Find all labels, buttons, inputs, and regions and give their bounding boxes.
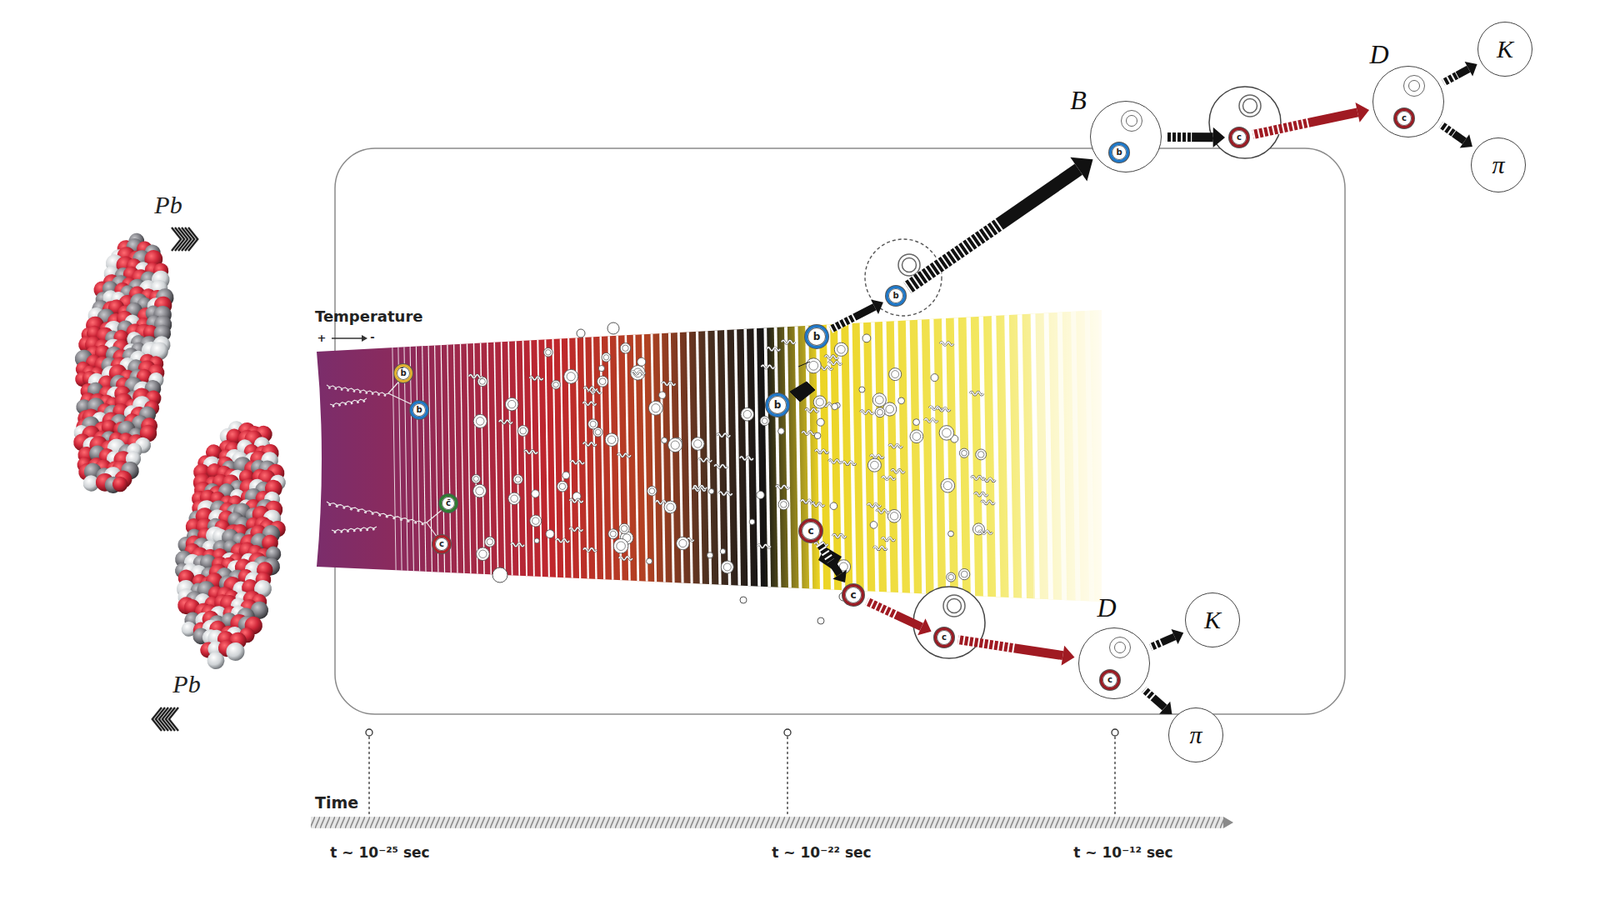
quark-circle: b (805, 325, 829, 349)
quark-circle: c (1229, 127, 1250, 148)
quark-circle: b (1109, 142, 1130, 163)
axis-sign: - (370, 331, 375, 344)
nucleus-label: Pb (172, 670, 200, 698)
quark-label: b (892, 291, 899, 300)
meson-name: D (1369, 40, 1389, 68)
quark-label: b̄ (400, 369, 406, 378)
meson-name: B (1070, 86, 1087, 114)
time-mark: t ~ 10⁻¹² sec (1073, 845, 1173, 861)
nucleus-label: Pb (154, 190, 182, 219)
meson-circle: Bb (1090, 100, 1162, 173)
quark-label: b (813, 331, 821, 342)
particle-circle: K (1185, 592, 1240, 648)
decay-arrow (820, 544, 847, 583)
decay-arrow (1144, 690, 1172, 715)
light-quark-ring (1408, 80, 1420, 92)
decay-arrow (1253, 102, 1370, 135)
quark-label: c (807, 525, 814, 536)
quark-circle: c̄ (439, 494, 458, 513)
axis-label: Time (315, 794, 359, 812)
quark-circle: b (410, 400, 429, 420)
decay-arrow (907, 157, 1094, 289)
particle-circle: K (1477, 21, 1533, 77)
quark-circle: c (1394, 108, 1415, 129)
quark-label: c (1401, 114, 1407, 123)
decay-arrow (1440, 125, 1473, 149)
light-quark-ring (1114, 641, 1126, 654)
axis-sign: + (317, 332, 327, 345)
axis-label: Temperature (315, 308, 423, 325)
particle-name: π (1189, 722, 1202, 748)
meson-circle: Dc (1372, 65, 1445, 138)
particle-name: K (1204, 607, 1221, 633)
time-mark: t ~ 10⁻²⁵ sec (330, 845, 430, 861)
particle-circle: π (1168, 707, 1224, 763)
light-quark-ring (1109, 636, 1131, 659)
decay-arrow (866, 601, 931, 636)
decay-arrow (1443, 61, 1477, 83)
decay-arrow (1150, 629, 1184, 648)
light-quark-ring (1125, 115, 1138, 127)
meson-name: D (1096, 594, 1116, 621)
quark-label: b (415, 405, 422, 415)
decay-arrow (958, 640, 1075, 666)
quark-circle: b (765, 393, 790, 417)
quark-label: c (850, 590, 856, 600)
decay-arrow (830, 299, 884, 330)
quark-label: c (941, 633, 947, 642)
decay-arrow (1165, 127, 1225, 148)
quark-label: c (1107, 675, 1113, 685)
quark-circle: c (842, 584, 865, 606)
quark-label: b (1115, 148, 1122, 157)
quark-label: c̄ (445, 499, 451, 508)
quark-circle: c (799, 519, 823, 543)
light-quark-ring (1120, 110, 1143, 132)
quark-circle: b (885, 285, 906, 306)
light-quark-ring (1403, 75, 1425, 97)
time-mark: t ~ 10⁻²² sec (771, 845, 871, 861)
quark-label: b (774, 400, 782, 410)
meson-circle: Dc (1078, 627, 1150, 700)
quark-circle: b̄ (394, 364, 413, 383)
quark-label: c (1236, 133, 1242, 142)
quark-circle: c (1100, 670, 1120, 690)
particle-name: π (1491, 152, 1505, 178)
particle-circle: π (1470, 137, 1526, 193)
quark-label: c (439, 540, 445, 549)
particle-name: K (1496, 36, 1514, 62)
quark-circle: c (432, 535, 451, 554)
quark-circle: c (934, 627, 955, 648)
